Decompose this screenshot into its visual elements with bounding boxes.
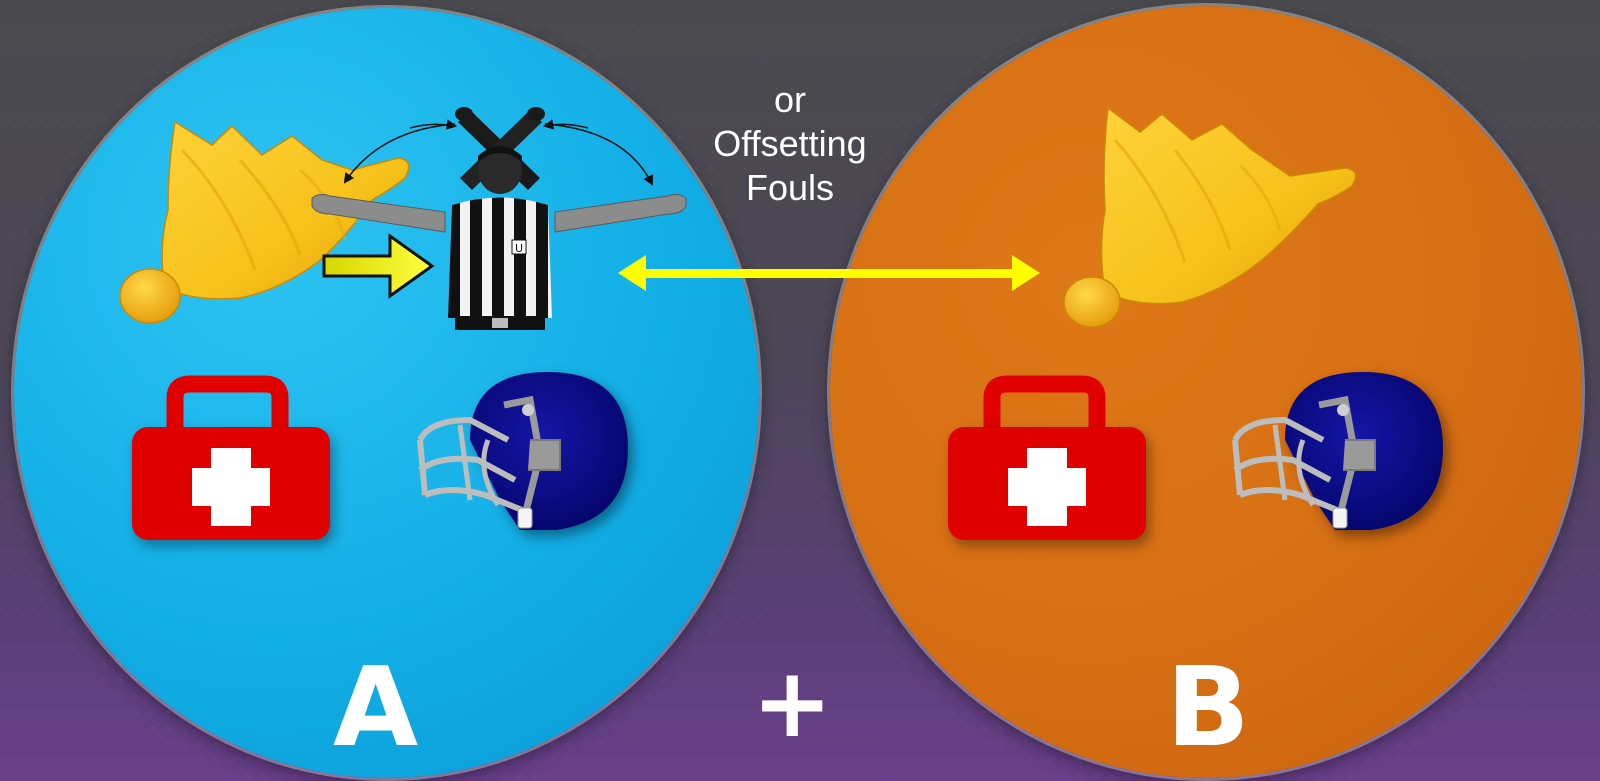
first-aid-kit-icon — [948, 384, 1146, 540]
football-helmet-icon — [420, 372, 628, 530]
first-aid-kit-icon — [132, 384, 330, 540]
team-a-letter: A — [333, 652, 418, 762]
team-b-letter: B — [1166, 652, 1250, 762]
penalty-flag-icon — [120, 122, 409, 323]
double-arrow-icon — [618, 255, 1040, 291]
arrow-right-icon — [324, 236, 432, 296]
fouls-label: Fouls — [680, 166, 900, 210]
football-helmet-icon — [1235, 372, 1443, 530]
svg-text:U: U — [515, 242, 523, 255]
penalty-flag-icon — [1064, 108, 1356, 327]
plus-sign: + — [752, 655, 832, 751]
offsetting-label: Offsetting — [680, 122, 900, 166]
offsetting-fouls-label: or Offsetting Fouls — [680, 78, 900, 210]
or-label: or — [680, 78, 900, 122]
referee-signal-icon: U — [312, 107, 686, 330]
